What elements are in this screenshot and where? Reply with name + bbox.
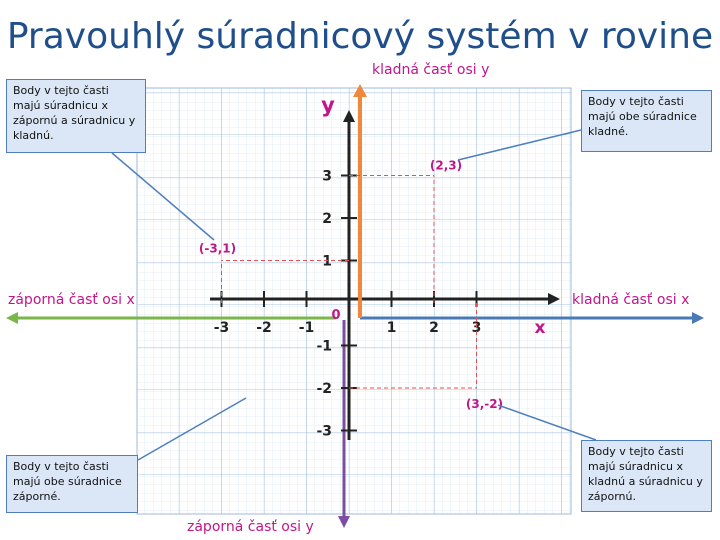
x-negative-arrow-icon xyxy=(6,312,18,324)
x-tick-label: 2 xyxy=(429,320,439,336)
y-tick-label: 2 xyxy=(322,211,332,227)
y-tick-label: -2 xyxy=(316,381,332,397)
y-axis-arrow-icon xyxy=(343,110,355,122)
y-negative-arrow-icon xyxy=(338,516,350,528)
info-box-bottom-right: Body v tejto časti majú súradnicu x klad… xyxy=(581,440,712,512)
x-tick-label: -2 xyxy=(256,320,272,336)
info-box-top-left: Body v tejto časti majú súradnicu x zápo… xyxy=(6,79,146,153)
point-label: (-3,1) xyxy=(199,242,236,256)
y-tick-label: -1 xyxy=(316,339,332,355)
x-axis-arrow-icon xyxy=(548,293,560,305)
x-tick-label: -3 xyxy=(214,320,230,336)
info-box-top-right: Body v tejto časti majú obe súradnice kl… xyxy=(581,90,712,152)
callout-line-top-right xyxy=(457,129,582,161)
x-axis-name: x xyxy=(535,318,546,338)
info-box-bottom-left: Body v tejto časti majú obe súradnice zá… xyxy=(6,455,138,513)
point-label: (2,3) xyxy=(430,159,462,173)
y-positive-arrow-icon xyxy=(353,84,367,97)
y-negative-label: záporná časť osi y xyxy=(187,519,314,535)
y-tick-label: 1 xyxy=(322,254,332,270)
y-positive-label: kladná časť osi y xyxy=(372,62,490,78)
callout-line-top-left xyxy=(111,152,215,241)
x-tick-label: -1 xyxy=(299,320,315,336)
origin-label: 0 xyxy=(331,308,340,323)
x-positive-arrow-icon xyxy=(692,312,704,324)
page-title: Pravouhlý súradnicový systém v rovine xyxy=(6,16,714,57)
point-label: (3,-2) xyxy=(466,397,503,411)
x-positive-label: kladná časť osi x xyxy=(572,292,690,308)
y-tick-label: 3 xyxy=(322,169,332,185)
callout-line-bottom-right xyxy=(497,404,597,441)
x-tick-label: 1 xyxy=(387,320,397,336)
x-negative-label: záporná časť osi x xyxy=(8,292,135,308)
callout-line-bottom-left xyxy=(137,397,247,461)
y-tick-label: -3 xyxy=(316,424,332,440)
y-axis-name: y xyxy=(321,93,335,117)
